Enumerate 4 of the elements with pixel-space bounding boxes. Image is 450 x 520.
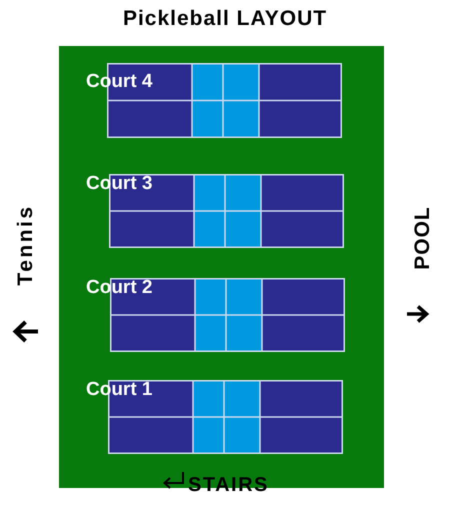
place-label: POOL [411, 206, 435, 270]
title: Pickleball LAYOUT [122, 7, 328, 30]
place-label: Tennis [14, 204, 38, 286]
court-label: Court 2 [86, 277, 152, 299]
